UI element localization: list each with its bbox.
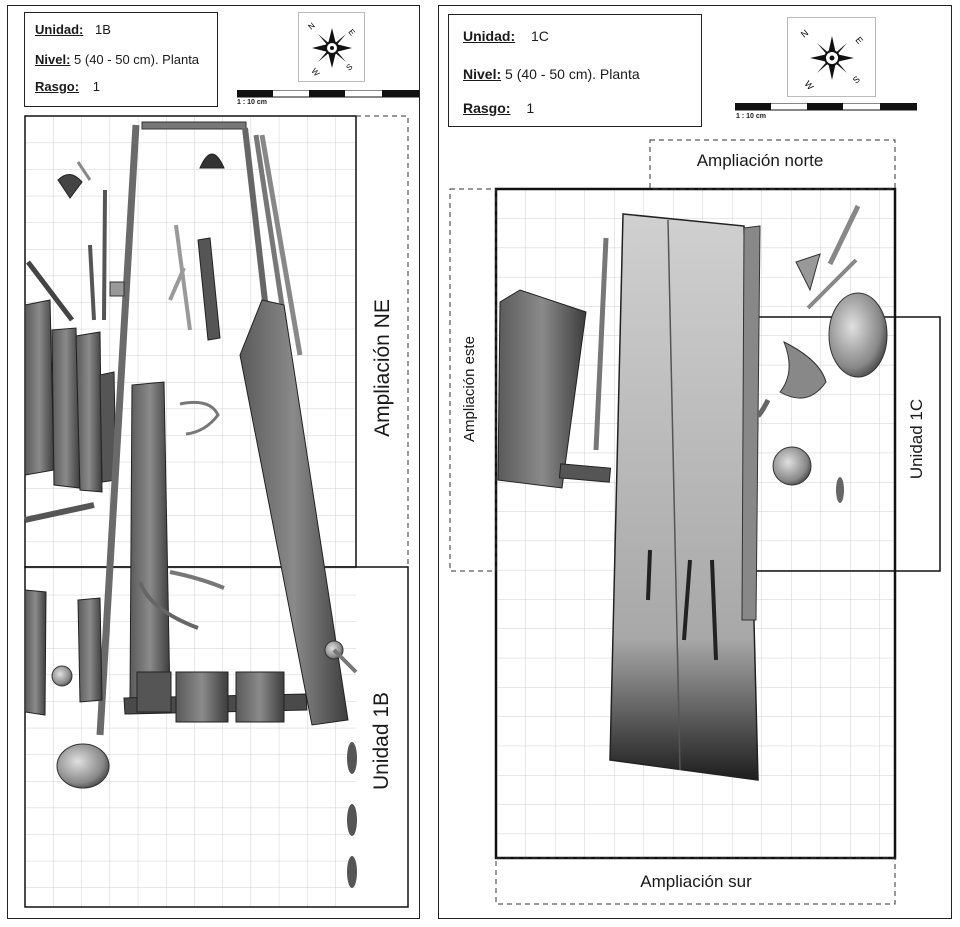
ampliacion-norte-label: Ampliación norte bbox=[696, 151, 824, 170]
compass-n: N bbox=[799, 28, 810, 40]
right-central-plank bbox=[609, 213, 759, 781]
left-info-box: Unidad: 1B Nivel: 5 (40 - 50 cm). Planta… bbox=[24, 12, 218, 107]
compass-w: W bbox=[802, 79, 815, 92]
unidad-value: 1B bbox=[95, 22, 111, 37]
compass-e: E bbox=[853, 35, 865, 46]
nivel-value: 5 (40 - 50 cm). Planta bbox=[505, 66, 640, 82]
right-info-box: Unidad: 1C Nivel: 5 (40 - 50 cm). Planta… bbox=[448, 14, 702, 127]
ampliacion-sur-outline bbox=[495, 857, 896, 905]
compass-s: S bbox=[851, 74, 862, 86]
compass-e: E bbox=[346, 28, 356, 38]
right-left-plank bbox=[497, 289, 587, 489]
rasgo-value: 1 bbox=[526, 100, 535, 116]
compass-s: S bbox=[345, 62, 355, 72]
unidad-label: Unidad: bbox=[35, 22, 84, 37]
rasgo-value: 1 bbox=[92, 79, 100, 94]
left-scale-label: 1 : 10 cm bbox=[237, 99, 267, 106]
left-diagonal-plank bbox=[239, 299, 349, 726]
unidad-label: Unidad: bbox=[463, 28, 516, 44]
ampliacion-este-outline bbox=[449, 188, 497, 572]
ampliacion-norte-outline bbox=[649, 139, 896, 190]
unidad-1b-outline bbox=[24, 566, 409, 908]
ampliacion-ne-label: Ampliación NE bbox=[371, 299, 394, 437]
left-pole-long bbox=[96, 124, 140, 736]
unidad-1b-label: Unidad 1B bbox=[370, 691, 393, 791]
right-scale-label: 1 : 10 cm bbox=[736, 113, 766, 120]
nivel-value: 5 (40 - 50 cm). Planta bbox=[74, 52, 200, 67]
compass-w: W bbox=[309, 67, 321, 79]
unidad-1c-label: Unidad 1C bbox=[907, 398, 926, 480]
nivel-label: Nivel: bbox=[35, 52, 71, 67]
right-large-stone bbox=[828, 292, 888, 378]
left-compass: N E S W bbox=[298, 12, 365, 82]
right-panel bbox=[438, 5, 952, 919]
nivel-label: Nivel: bbox=[463, 66, 502, 82]
ampliacion-este-label: Ampliación este bbox=[461, 336, 478, 442]
compass-rose-icon: N E S W bbox=[307, 21, 357, 79]
ampliacion-ne-outline bbox=[356, 115, 409, 567]
right-compass: N E S W bbox=[787, 17, 876, 97]
compass-n: N bbox=[307, 21, 317, 32]
left-center-plank bbox=[129, 381, 171, 701]
right-scale-bar bbox=[735, 103, 917, 111]
left-plank-cluster bbox=[24, 260, 117, 523]
ampliacion-sur-label: Ampliación sur bbox=[640, 872, 752, 891]
unidad-value: 1C bbox=[531, 28, 549, 44]
rasgo-label: Rasgo: bbox=[463, 100, 511, 116]
left-scale-bar bbox=[237, 90, 419, 98]
rasgo-label: Rasgo: bbox=[35, 79, 80, 94]
compass-rose-icon: N E S W bbox=[799, 28, 865, 92]
